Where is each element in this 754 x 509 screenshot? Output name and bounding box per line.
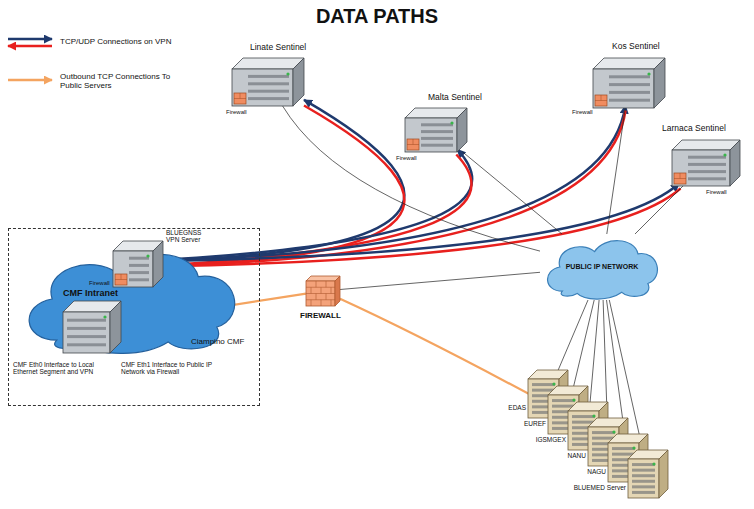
node-label: CMF Eth0 Interface to Local Ethernet Seg…	[13, 361, 113, 376]
node-label: EDAS	[436, 404, 526, 411]
node-label: CMF Eth1 Interface to Public IP Network …	[121, 361, 221, 376]
node-label: NAGU	[516, 468, 606, 475]
network-link	[635, 186, 683, 234]
diagram-title: DATA PATHS	[0, 5, 754, 28]
network-link	[340, 272, 540, 289]
server-node: BLUEGNSS VPN ServerFirewall	[113, 241, 163, 287]
data-path-arrow	[163, 111, 626, 266]
node-label: Ciampino CMF	[191, 337, 244, 346]
firewall-symbol	[306, 276, 340, 306]
network-link	[590, 300, 599, 402]
data-path-arrow	[163, 150, 472, 260]
server-symbol	[593, 58, 665, 108]
server-node: Linate SentinelFirewall	[232, 58, 304, 106]
node-label: IGSMGEX	[476, 436, 566, 443]
node-label: BLUEMED Server	[536, 484, 626, 491]
server-node: Malta SentinelFirewall	[405, 108, 467, 152]
network-link	[574, 300, 595, 386]
server-symbol	[63, 301, 121, 353]
node-label: NANU	[496, 452, 586, 459]
server-node: CMF Eth0 Interface to Local Ethernet Seg…	[63, 301, 121, 353]
server-node: Kos SentinelFirewall	[593, 58, 665, 108]
server-symbol	[628, 450, 668, 498]
legend-text: TCP/UDP Connections on VPN	[60, 37, 171, 46]
site-boundary: Ciampino CMFCMF IntranetBLUEGNSS VPN Ser…	[8, 228, 260, 406]
network-link	[603, 300, 607, 418]
node-label: Firewall	[396, 155, 417, 162]
network-link	[607, 300, 625, 434]
node-label: Kos Sentinel	[612, 42, 660, 52]
node-label: Larnaca Sentinel	[662, 124, 726, 134]
node-label: CMF Intranet	[63, 288, 118, 298]
data-path-arrow	[163, 106, 625, 261]
node-label: PUBLIC IP NETWORK	[558, 263, 646, 271]
node-label: Firewall	[226, 109, 247, 116]
node-label: Firewall	[706, 189, 727, 196]
node-label: Linate Sentinel	[250, 43, 306, 53]
node-label: Malta Sentinel	[428, 93, 482, 103]
node-label: FIREWALL	[300, 311, 341, 320]
network-link	[607, 108, 626, 234]
network-link	[283, 106, 540, 251]
legend-text: Outbound TCP Connections To Public Serve…	[60, 72, 172, 90]
server-symbol	[232, 58, 304, 106]
network-cloud: PUBLIC IP NETWORK	[540, 234, 664, 300]
server-node: Larnaca SentinelFirewall	[672, 140, 740, 186]
server-symbol	[672, 140, 740, 186]
server-node: BLUEMED Server	[628, 450, 668, 498]
firewall-icon: FIREWALL	[306, 276, 340, 306]
network-link	[463, 152, 562, 234]
legend-line-sample	[8, 45, 52, 48]
node-label: Firewall	[89, 280, 110, 287]
node-label: BLUEGNSS VPN Server	[166, 229, 214, 244]
legend-line-sample	[8, 79, 52, 82]
legend-line-sample	[8, 38, 52, 41]
node-label: Firewall	[572, 109, 593, 116]
node-label: EUREF	[456, 420, 546, 427]
server-symbol	[113, 241, 163, 287]
server-symbol	[405, 108, 467, 152]
network-link	[558, 300, 588, 370]
